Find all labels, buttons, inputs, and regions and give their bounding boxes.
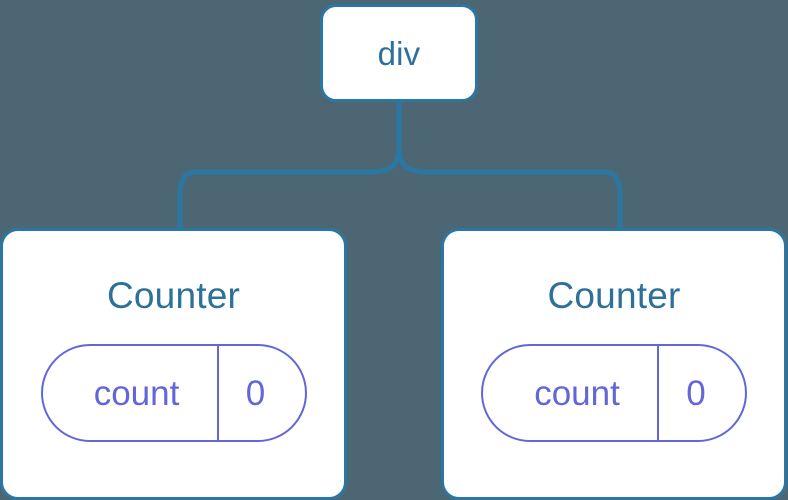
state-key-right: count [483,346,659,440]
node-counter-left-label: Counter [106,275,241,316]
connector-branch-right [396,147,623,228]
state-value-left: 0 [245,373,266,413]
state-value-right: 0 [686,373,706,413]
node-root-div[interactable]: div [320,4,478,102]
node-counter-right[interactable]: Counter count 0 [441,228,787,500]
node-counter-right-label: Counter [547,275,681,316]
state-pill-left[interactable]: count 0 [40,344,307,442]
node-root-label: div [377,34,421,72]
connector-branch-left [177,147,402,228]
state-pill-right[interactable]: count 0 [481,344,747,442]
state-key-left: count [43,346,219,440]
node-counter-left[interactable]: Counter count 0 [0,228,347,500]
